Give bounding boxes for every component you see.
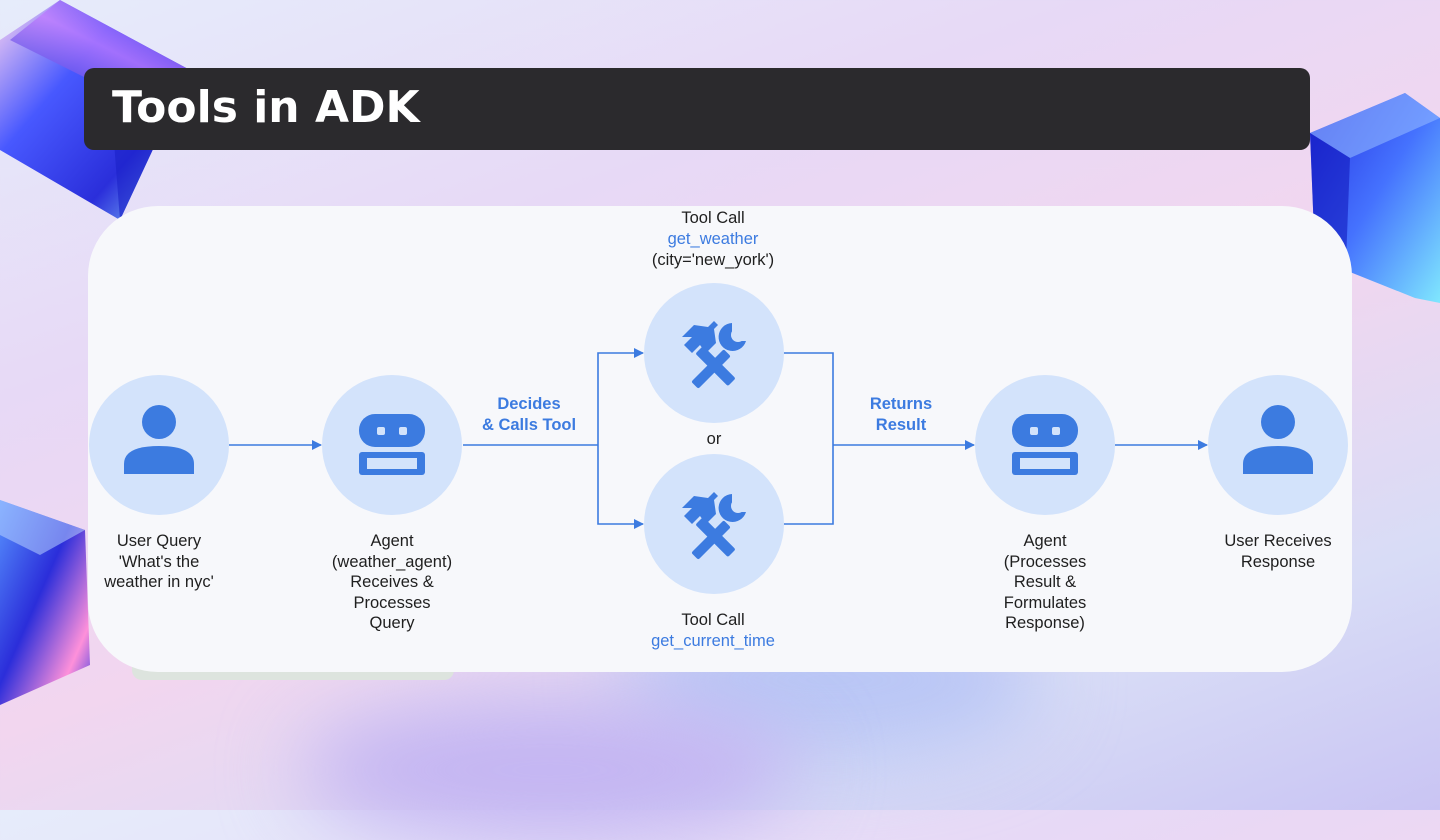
tools-icon [682, 321, 746, 388]
or-label: or [706, 430, 722, 448]
agent-formulates-node [975, 375, 1115, 515]
user-query-label: User Query 'What's the weather in nyc' [104, 532, 214, 592]
arrow-from-get-current-time [782, 445, 834, 525]
person-icon [1243, 405, 1313, 474]
arrow-from-get-weather [782, 352, 834, 445]
robot-icon [1012, 414, 1078, 475]
agent-processing-label: Agent (weather_agent) Receives & Process… [331, 532, 453, 633]
user-receives-node [1208, 375, 1348, 515]
robot-icon [359, 414, 425, 475]
flow-arrows [229, 348, 1208, 529]
tools-icon [682, 492, 746, 559]
user-query-node [89, 375, 229, 515]
returns-result-label: Returns Result [869, 395, 933, 434]
agent-processing-node [322, 375, 462, 515]
get-weather-function-name: get_weather [667, 230, 759, 248]
glass-cube-bottom-left [0, 500, 90, 705]
title-bar: Tools in ADK [84, 68, 1310, 150]
tool-call-weather-title: Tool Call [681, 209, 745, 227]
get-weather-args: (city='new_york') [651, 251, 775, 269]
user-receives-label: User Receives Response [1224, 532, 1332, 571]
decides-calls-tool-label: Decides & Calls Tool [481, 395, 577, 434]
arrow-to-get-current-time [597, 445, 644, 529]
arrow-to-get-weather [597, 348, 644, 445]
tool-get-current-time-node [644, 454, 784, 594]
person-icon [124, 405, 194, 474]
tool-get-weather-node [644, 283, 784, 423]
page-title: Tools in ADK [112, 82, 420, 133]
get-current-time-function-name: get_current_time [651, 632, 775, 650]
agent-formulates-label: Agent (Processes Result & Formulates Res… [1003, 532, 1087, 633]
tool-call-time-title: Tool Call [681, 611, 745, 629]
